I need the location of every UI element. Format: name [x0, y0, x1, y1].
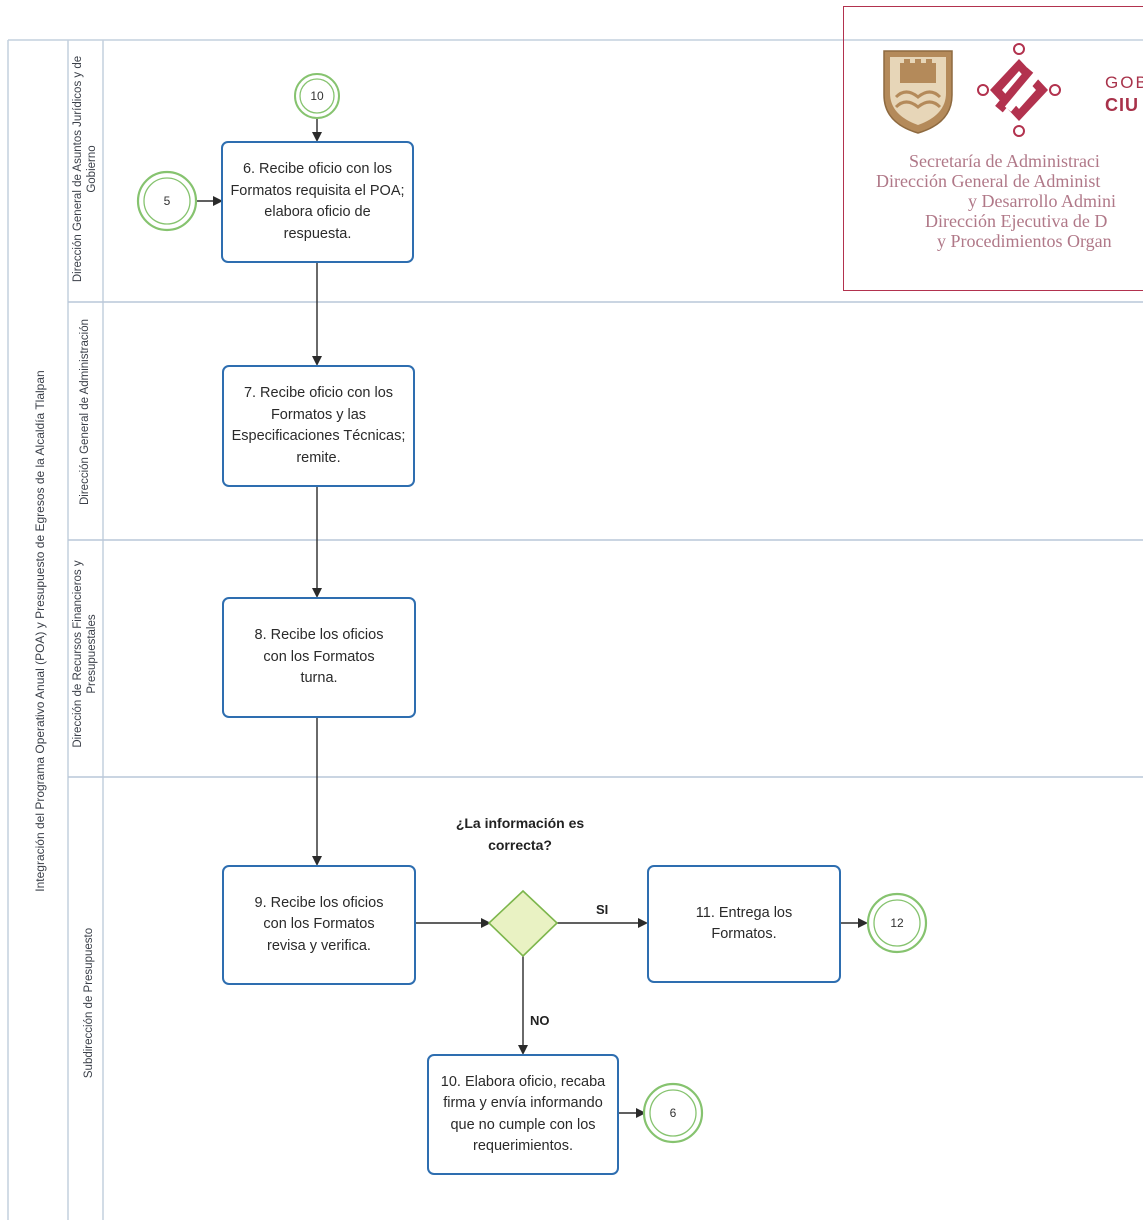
lane-label-presupuesto: Subdirección de Presupuesto: [83, 927, 95, 1079]
step-11-box: [647, 865, 841, 983]
decision-yes-label: SI: [596, 902, 609, 917]
secretaria-line: Dirección General de Administ: [876, 171, 1101, 191]
decision-diamond: [487, 889, 559, 958]
flow-connectors: [196, 117, 868, 1118]
lane-label-juridicos: Dirección General de Asuntos Jurídicos y…: [72, 55, 98, 283]
step-6-text: 6. Recibe oficio con los Formatos requis…: [230, 161, 405, 242]
step-10-text: 10. Elabora oficio, recaba firma y envía…: [440, 1073, 606, 1155]
connector-6-out: [642, 1082, 704, 1144]
cdmx-emblem-icon: [977, 43, 1061, 137]
lane-label-recursos-financieros: Dirección de Recursos Financieros y Pres…: [72, 560, 98, 748]
connector-6-label: 6: [669, 1106, 677, 1120]
connector-12-label: 12: [890, 916, 904, 930]
page-connectors: [136, 73, 928, 1144]
step-10-box: [427, 1054, 619, 1175]
secretaria-line: Dirección Ejecutiva de D: [925, 211, 1108, 231]
secretaria-text: Secretaría de Administraci Dirección Gen…: [864, 151, 1143, 251]
decision-question: ¿La información es correcta?: [455, 815, 585, 853]
step-7-box: [222, 365, 415, 487]
decision-no-label: NO: [530, 1013, 550, 1028]
connector-12-out: [866, 892, 928, 954]
step-8-text: 8. Recibe los oficios con los Formatos t…: [254, 627, 384, 687]
step-6-box: [221, 141, 414, 263]
step-7-text: 7. Recibe oficio con los Formatos y las …: [231, 385, 406, 466]
lane-label-administracion: Dirección General de Administración: [79, 319, 91, 506]
connector-10-label: 10: [310, 89, 324, 103]
connector-10-in: [294, 73, 340, 119]
connector-5-in: [136, 170, 198, 232]
secretaria-line: y Procedimientos Organ: [937, 231, 1112, 251]
gov-line-1: GOB: [1105, 73, 1143, 92]
secretaria-line: y Desarrollo Admini: [968, 191, 1116, 211]
step-8-box: [222, 597, 416, 718]
step-9-box: [222, 865, 416, 985]
government-header: GOB CIU Secretaría de Administraci Direc…: [843, 6, 1143, 291]
process-title: Integración del Programa Operativo Anual…: [33, 370, 47, 892]
gov-line-2: CIU: [1105, 95, 1139, 115]
step-11-text: 11. Entrega los Formatos.: [695, 904, 793, 943]
logo-graphics: [883, 43, 1061, 137]
secretaria-line: Secretaría de Administraci: [909, 151, 1100, 171]
pool-frame: [7, 39, 1143, 1220]
connector-5-label: 5: [163, 194, 171, 208]
step-9-text: 9. Recibe los oficios con los Formatos r…: [254, 894, 384, 954]
cdmx-shield-icon: [883, 50, 953, 134]
process-boxes: [221, 141, 841, 1175]
